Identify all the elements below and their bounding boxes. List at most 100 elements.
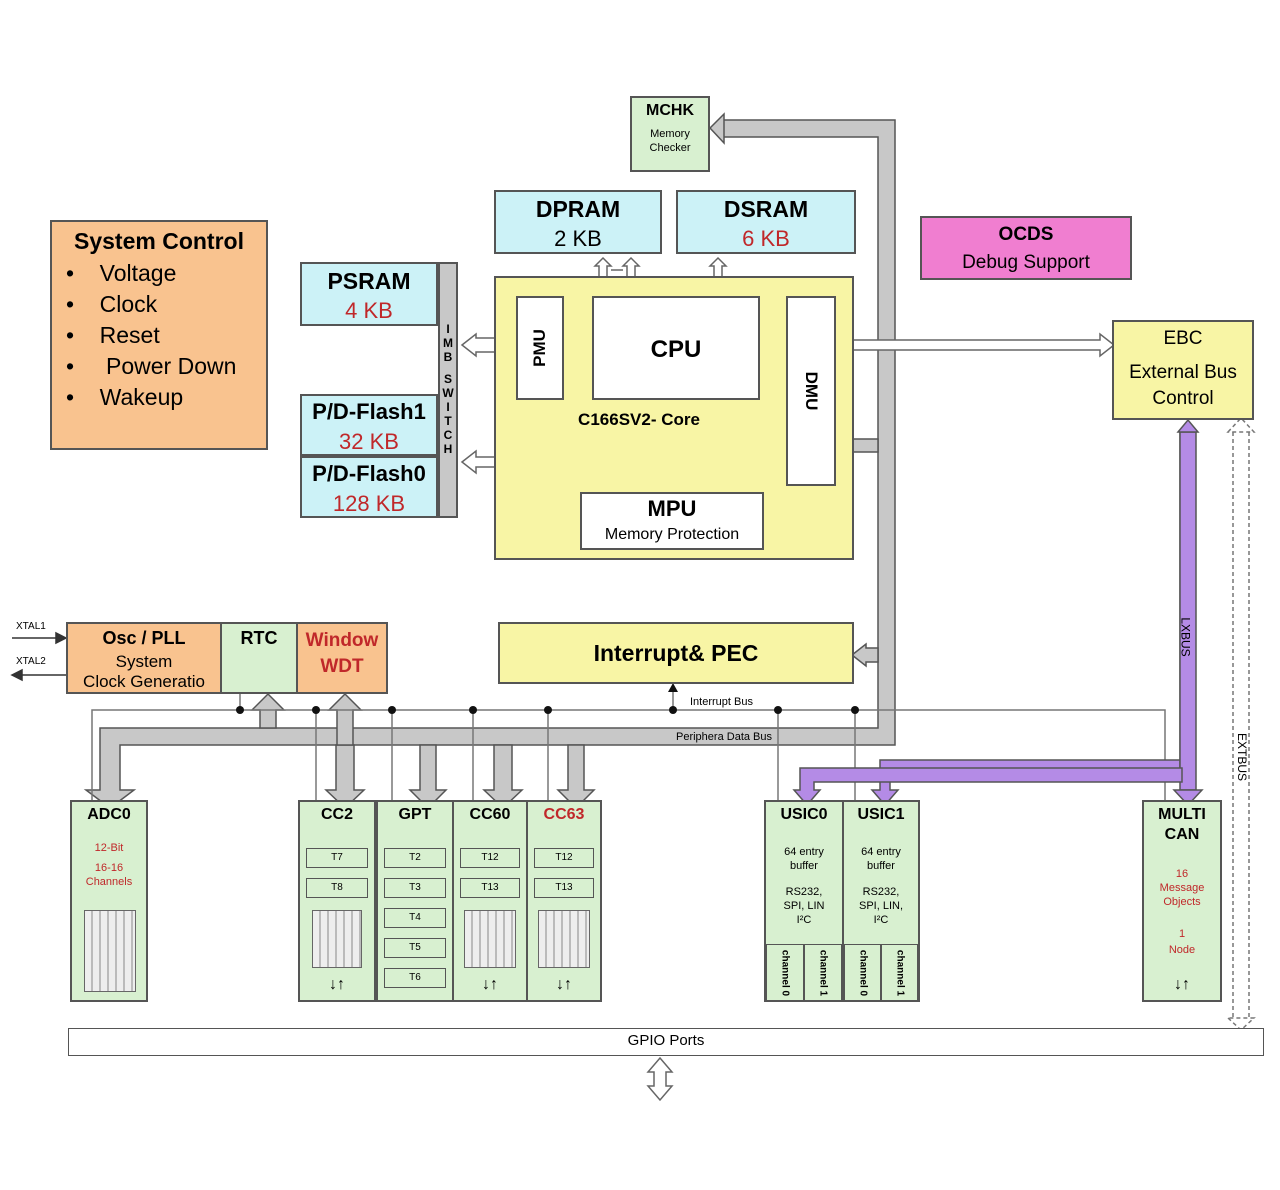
dsram-title: DSRAM: [723, 196, 809, 222]
core-box: PMU CPU DMU C166SV2- Core MPU Memory Pro…: [494, 276, 854, 560]
updown-arrows: ↓↑: [556, 976, 572, 993]
cpu-block: CPU: [592, 296, 760, 400]
timer-cell: T6: [384, 968, 446, 988]
timer-cell: T4: [384, 908, 446, 928]
updown-arrows: ↓↑: [482, 976, 498, 993]
peripheral-bus-label: Periphera Data Bus: [676, 731, 772, 743]
cc2-box: CC2 T7 T8 ↓↑: [298, 800, 376, 1002]
imb-switch: I M B S W I T C H: [438, 262, 458, 518]
interrupt-bus-label: Interrupt Bus: [690, 696, 753, 708]
usic1-channel1: channel 1: [881, 944, 918, 1002]
osc-pll-box: Osc / PLL System Clock Generatio: [66, 622, 222, 694]
usic1-title: USIC1: [857, 806, 905, 823]
adc0-sub3: Channels: [85, 876, 133, 888]
imb-letter: C: [443, 428, 453, 442]
dsram-size: 6 KB: [742, 226, 790, 251]
imb-letter: H: [443, 442, 453, 456]
cc63-title: CC63: [543, 806, 585, 823]
imb-letter: S: [443, 372, 452, 386]
adc0-sub1: 12-Bit: [94, 842, 124, 854]
lxbus-label: LXBUS: [1178, 617, 1193, 657]
system-control-box: System Control • Voltage • Clock • Reset…: [50, 220, 268, 450]
gpt-box: GPT T2 T3 T4 T5 T6: [376, 800, 454, 1002]
ebc-title: EBC: [1163, 328, 1203, 349]
dmu-block: DMU: [786, 296, 836, 486]
list-item: • Reset: [66, 322, 160, 348]
flash1-title: P/D-Flash1: [312, 399, 426, 424]
flash1-size: 32 KB: [339, 429, 399, 454]
ebc-sub1: External Bus: [1129, 362, 1237, 383]
list-item: • Wakeup: [66, 384, 184, 410]
mpu-sub: Memory Protection: [604, 526, 740, 543]
dpram-title: DPRAM: [535, 196, 621, 222]
xtal1-label: XTAL1: [16, 621, 46, 632]
interrupt-bus-line: [91, 709, 1166, 800]
cc60-graphic: [464, 910, 516, 968]
cc63-box: CC63 T12 T13 ↓↑: [526, 800, 602, 1002]
pmu-label: PMU: [530, 329, 549, 367]
timer-cell: T12: [534, 848, 594, 868]
ebc-box: EBC External Bus Control: [1112, 320, 1254, 420]
usic1-box: USIC1 64 entry buffer RS232, SPI, LIN, I…: [842, 800, 920, 1002]
rtc-title: RTC: [240, 628, 278, 648]
mchk-sub2: Checker: [649, 142, 691, 154]
usic0-title: USIC0: [780, 806, 828, 823]
interrupt-pec-box: Interrupt& PEC: [498, 622, 854, 684]
interrupt-title: Interrupt& PEC: [593, 640, 759, 666]
cc60-bus-arrow: [482, 744, 524, 810]
usic0-box: USIC0 64 entry buffer RS232, SPI, LIN I²…: [764, 800, 844, 1002]
system-control-list: • Voltage • Clock • Reset • Power Down •…: [66, 258, 236, 413]
gpt-bus-arrow: [408, 744, 448, 810]
cc2-graphic: [312, 910, 362, 968]
timer-cell: T13: [534, 878, 594, 898]
list-item: • Clock: [66, 291, 158, 317]
gpt-title: GPT: [398, 806, 432, 823]
wdt-line1: Window: [305, 630, 379, 651]
osc-sub1: System: [115, 652, 173, 671]
timer-cell: T3: [384, 878, 446, 898]
ocds-sub: Debug Support: [962, 252, 1090, 273]
list-item: • Power Down: [66, 353, 237, 379]
ocds-title: OCDS: [998, 224, 1054, 245]
pmu-block: PMU: [516, 296, 564, 400]
interrupt-bus-arrow: [850, 642, 879, 668]
cc63-bus-arrow: [556, 744, 596, 810]
flash0-size: 128 KB: [332, 491, 406, 516]
flash0-box: P/D-Flash0 128 KB: [300, 456, 438, 518]
ocds-box: OCDS Debug Support: [920, 216, 1132, 280]
rtc-box: RTC: [220, 622, 298, 694]
timer-cell: T2: [384, 848, 446, 868]
core-label: C166SV2- Core: [578, 410, 700, 429]
wdt-line2: WDT: [320, 656, 364, 677]
multican-box: MULTI CAN 16 Message Objects 1 Node ↓↑: [1142, 800, 1222, 1002]
usic0-channel0: channel 0: [766, 944, 804, 1002]
imb-letter: T: [444, 414, 452, 428]
cc2-title: CC2: [320, 806, 353, 823]
imb-letter: B: [443, 350, 453, 364]
cc2-bus-arrow: [324, 744, 366, 810]
updown-arrows: ↓↑: [1174, 976, 1190, 993]
cc60-title: CC60: [469, 806, 511, 823]
mchk-sub1: Memory: [650, 128, 690, 140]
xtal2-label: XTAL2: [16, 656, 46, 667]
adc0-sub2: 16-16: [94, 862, 124, 874]
usic1-channel0: channel 0: [844, 944, 881, 1002]
osc-title: Osc / PLL: [102, 628, 186, 648]
adc-graphic: [84, 910, 136, 992]
gpio-title: GPIO Ports: [627, 1032, 705, 1049]
cpu-label: CPU: [650, 336, 702, 363]
timer-cell: T12: [460, 848, 520, 868]
peripheral-bus-path: [83, 119, 896, 809]
adc0-box: ADC0 12-Bit 16-16 Channels: [70, 800, 148, 1002]
list-item: • Voltage: [66, 260, 177, 286]
imb-letter: I: [446, 400, 450, 414]
flash1-box: P/D-Flash1 32 KB: [300, 394, 438, 456]
dsram-box: DSRAM 6 KB: [676, 190, 856, 254]
usic0-channel1: channel 1: [804, 944, 842, 1002]
updown-arrows: ↓↑: [329, 976, 345, 993]
psram-box: PSRAM 4 KB: [300, 262, 438, 326]
imb-letter: I: [446, 322, 450, 336]
dpram-box: DPRAM 2 KB: [494, 190, 662, 254]
multican-title2: CAN: [1164, 826, 1200, 843]
